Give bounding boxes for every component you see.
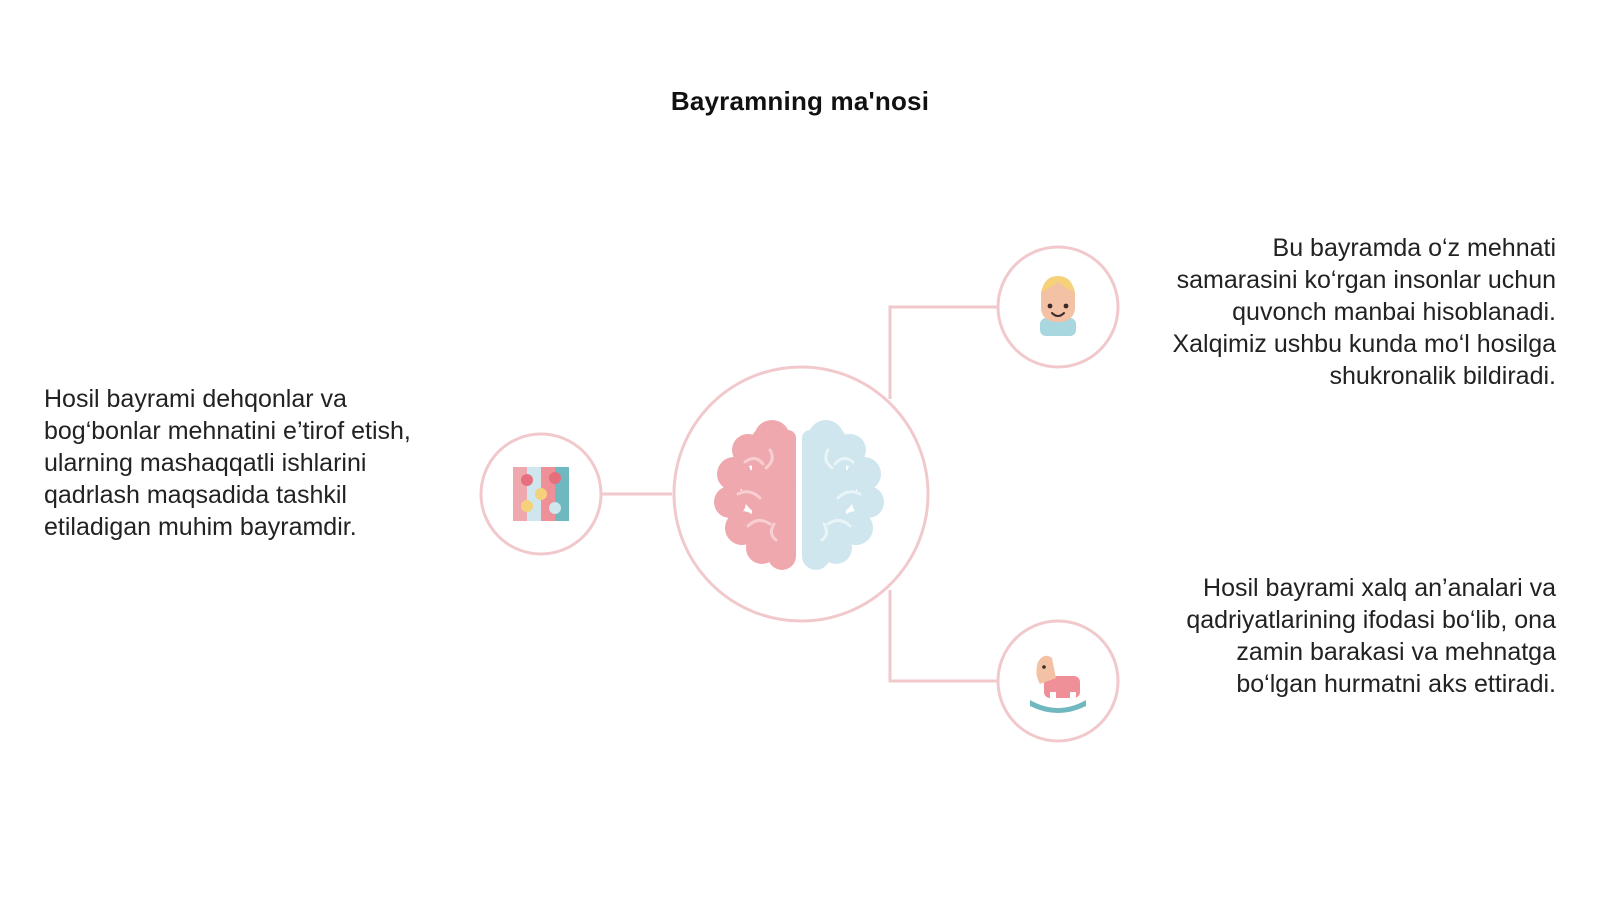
connector-bottom-right [888,590,998,683]
connector-top-right [888,305,998,399]
brain-icon [714,420,884,570]
child-icon [1040,276,1076,336]
top-right-node [996,245,1120,369]
rocking-horse-icon [1030,655,1086,713]
connectors [601,305,998,683]
puzzle-icon [513,467,569,521]
center-node [672,365,930,623]
left-node [479,432,603,556]
bottom-right-node [996,619,1120,743]
node-text-left: Hosil bayrami dehqonlar va bog‘bonlar me… [44,385,411,541]
slide-title: Bayramning ma'nosi [670,86,930,116]
node-text-top-right: Bu bayramda o‘z mehnati samarasini ko‘rg… [1172,234,1556,390]
node-text-bottom-right: Hosil bayrami xalq an’analari va qadriya… [1186,574,1556,698]
